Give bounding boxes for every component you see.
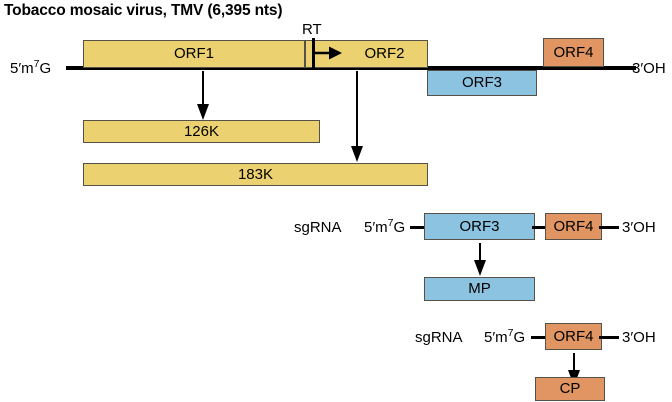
readthrough-rt-label: RT — [302, 21, 322, 38]
orf2-readthrough-to-183k-arrow-icon — [350, 71, 364, 163]
genome-orf4-box[interactable]: ORF4 — [543, 38, 604, 67]
sgrna2-backbone-right — [599, 336, 619, 339]
genome-orf4-label: ORF4 — [553, 43, 594, 61]
sgrna1-backbone-right — [599, 226, 619, 229]
genome-orf1-label: ORF1 — [173, 45, 214, 62]
sgrna1-backbone-left — [410, 226, 428, 229]
sgrna1-orf3-box[interactable]: ORF3 — [424, 213, 535, 240]
product-126k-box[interactable]: 126K — [83, 120, 320, 143]
genome-orf2-label: ORF2 — [364, 45, 405, 62]
product-183k-label: 183K — [237, 165, 274, 183]
figure-title: Tobacco mosaic virus, TMV (6,395 nts) — [4, 2, 283, 19]
genome-5prime-cap-label: 5′m7G — [10, 58, 52, 77]
sgrna1-backbone-middle — [532, 226, 548, 229]
orf3-to-mp-arrow-icon — [473, 243, 487, 277]
sgrna2-3prime-oh-label: 3′OH — [622, 329, 656, 346]
sgrna1-5prime-cap-label: 5′m7G — [364, 217, 406, 236]
genome-backbone-line — [66, 66, 636, 70]
genome-3prime-oh-label: 3′OH — [632, 60, 666, 77]
readthrough-arrow-icon — [313, 45, 343, 61]
sgrna2-backbone-left — [531, 336, 549, 339]
product-183k-box[interactable]: 183K — [83, 163, 428, 186]
sgrna1-3prime-oh-label: 3′OH — [622, 219, 656, 236]
sgrna1-name-label: sgRNA — [294, 219, 342, 236]
product-mp-label: MP — [468, 280, 491, 297]
sgrna1-orf4-box[interactable]: ORF4 — [545, 213, 602, 240]
sgrna2-5prime-cap-label: 5′m7G — [484, 327, 526, 346]
genome-orf1-box[interactable]: ORF1 — [83, 40, 305, 68]
sgrna2-name-label: sgRNA — [415, 329, 463, 346]
product-mp-box[interactable]: MP — [424, 277, 535, 301]
product-126k-label: 126K — [183, 122, 220, 140]
sgrna2-orf4-label: ORF4 — [553, 327, 594, 345]
sgrna2-orf4-box[interactable]: ORF4 — [545, 323, 602, 350]
orf1-to-126k-arrow-icon — [196, 71, 210, 121]
product-cp-label: CP — [559, 380, 581, 397]
sgrna1-orf3-label: ORF3 — [459, 217, 500, 235]
sgrna1-orf4-label: ORF4 — [553, 217, 594, 235]
product-cp-box[interactable]: CP — [535, 377, 605, 401]
genome-orf3-box[interactable]: ORF3 — [427, 70, 537, 96]
genome-orf3-label: ORF3 — [461, 74, 502, 91]
